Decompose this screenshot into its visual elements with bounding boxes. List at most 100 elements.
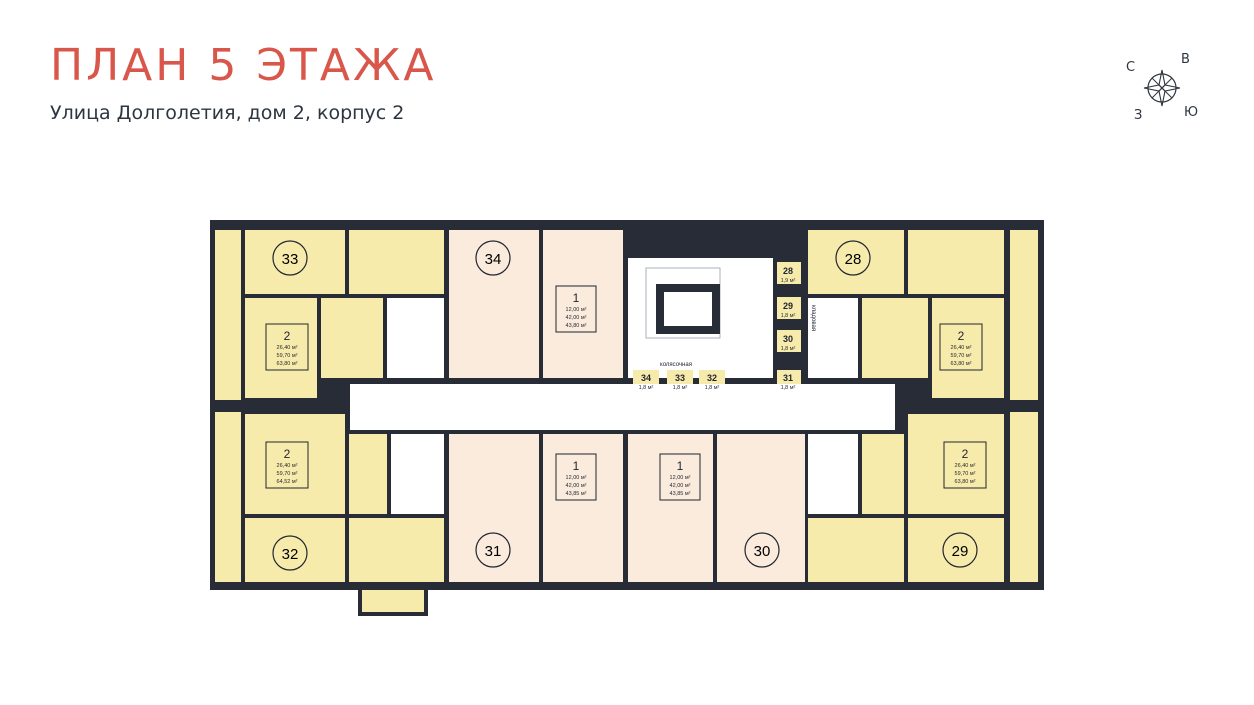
unit-n1-rooms: 1 — [573, 291, 580, 305]
apartment-32-marker: 32 — [272, 535, 308, 571]
unit-se-rooms: 2 — [962, 447, 969, 461]
unit-info-s1: 1 12,00 м² 42,00 м² 43,85 м² — [555, 453, 597, 501]
storage-29-number: 29 — [783, 301, 793, 311]
unit-nw-living-area: 26,40 м² — [277, 345, 298, 351]
room-se-bath — [808, 434, 858, 514]
unit-s2-total-area: 42,00 м² — [670, 483, 691, 489]
unit-ne-total-area: 59,70 м² — [951, 353, 972, 359]
apartment-28-marker: 28 — [835, 240, 871, 276]
storage-30-box — [777, 330, 801, 352]
room-se-hall — [862, 434, 904, 514]
unit-ne-rooms: 2 — [958, 329, 965, 343]
storage-32-number: 32 — [707, 373, 717, 383]
room-32-b — [349, 518, 444, 582]
unit-n1-full-area: 43,80 м² — [566, 323, 587, 329]
storage-33-area: 1,8 м² — [673, 385, 688, 391]
apartment-30-number: 30 — [754, 543, 771, 560]
apartment-33-number: 33 — [282, 251, 299, 268]
apartment-31-marker: 31 — [475, 532, 511, 568]
apartment-31-number: 31 — [485, 543, 502, 560]
storage-28-number: 28 — [783, 266, 793, 276]
storage-28-box — [777, 262, 801, 284]
balcony-sw — [215, 412, 241, 582]
unit-sw-living-area: 26,40 м² — [277, 463, 298, 469]
unit-n1-living-area: 12,00 м² — [566, 307, 587, 313]
unit-34-body — [449, 230, 539, 378]
unit-s1-living-area: 12,00 м² — [566, 475, 587, 481]
unit-nw-total-area: 59,70 м² — [277, 353, 298, 359]
balcony-sw-bay — [358, 586, 428, 616]
room-ne-hall — [862, 298, 928, 378]
storage-31-label: 31 1,8 м² — [781, 373, 796, 391]
page-subtitle: Улица Долголетия, дом 2, корпус 2 — [50, 102, 405, 124]
unit-s1-full-area: 43,85 м² — [566, 491, 587, 497]
unit-info-n1: 1 12,00 м² 42,00 м² 43,80 м² — [555, 285, 597, 333]
room-sw-hall — [349, 434, 387, 514]
unit-34-room — [543, 230, 623, 378]
unit-s2-living-area: 12,00 м² — [670, 475, 691, 481]
storage-30-label: 30 1,8 м² — [781, 334, 796, 352]
corridor — [350, 384, 895, 430]
compass-east: В — [1181, 52, 1190, 67]
unit-nw-rooms: 2 — [284, 329, 291, 343]
lift-car — [664, 292, 712, 326]
apartment-29-number: 29 — [952, 543, 969, 560]
compass-south: Ю — [1184, 105, 1199, 120]
room-33-b — [349, 230, 444, 294]
room-29-a — [808, 518, 904, 582]
compass-rose: С В Ю З — [1124, 50, 1204, 123]
storage-32-label: 32 1,8 м² — [705, 373, 720, 391]
storage-33-number: 33 — [675, 373, 685, 383]
room-nw-living — [245, 298, 317, 398]
unit-info-se: 2 26,40 м² 59,70 м² 63,80 м² — [943, 441, 987, 489]
balcony-se — [1010, 412, 1038, 582]
unit-ne-living-area: 26,40 м² — [951, 345, 972, 351]
unit-n1-total-area: 42,00 м² — [566, 315, 587, 321]
unit-info-nw: 2 26,40 м² 59,70 м² 63,80 м² — [265, 323, 309, 371]
unit-se-full-area: 63,80 м² — [955, 479, 976, 485]
storage-32-area: 1,8 м² — [705, 385, 720, 391]
apartment-30-marker: 30 — [744, 532, 780, 568]
unit-info-s2: 1 12,00 м² 42,00 м² 43,85 м² — [659, 453, 701, 501]
unit-se-living-area: 26,40 м² — [955, 463, 976, 469]
unit-info-sw: 2 26,40 м² 59,70 м² 64,52 м² — [265, 441, 309, 489]
compass-west: З — [1134, 108, 1143, 123]
unit-s2-rooms: 1 — [677, 459, 684, 473]
apartment-29-marker: 29 — [942, 532, 978, 568]
storage-34-area: 1,8 м² — [639, 385, 654, 391]
storage-30-area: 1,8 м² — [781, 346, 796, 352]
storage-34-label: 34 1,8 м² — [639, 373, 654, 391]
room-nw-bath — [387, 298, 444, 378]
storage-29-box — [777, 297, 801, 319]
apartment-34-number: 34 — [485, 251, 502, 268]
room-28-b — [908, 230, 1004, 294]
room-ne-living — [932, 298, 1004, 398]
storage-34-number: 34 — [641, 373, 651, 383]
storage-29-label: 29 1,8 м² — [781, 301, 796, 319]
storage-29-area: 1,8 м² — [781, 313, 796, 319]
storage-33-label: 33 1,8 м² — [673, 373, 688, 391]
unit-s2-full-area: 43,85 м² — [670, 491, 691, 497]
apartment-34-marker: 34 — [475, 240, 511, 276]
page-title: ПЛАН 5 ЭТАЖА — [50, 40, 437, 91]
room-32-a — [245, 518, 345, 582]
room-29-b — [908, 518, 1004, 582]
unit-30-room — [628, 434, 713, 582]
compass-north: С — [1126, 60, 1136, 75]
stroller-room-label: колясочная — [660, 362, 692, 368]
room-sw-bath — [391, 434, 444, 514]
storage-31-area: 1,8 м² — [781, 385, 796, 391]
unit-ne-full-area: 63,80 м² — [951, 361, 972, 367]
unit-31-body — [449, 434, 539, 582]
unit-nw-full-area: 63,80 м² — [277, 361, 298, 367]
storage-31-number: 31 — [783, 373, 793, 383]
room-33-a — [245, 230, 345, 294]
unit-se-total-area: 59,70 м² — [955, 471, 976, 477]
apartment-28-number: 28 — [845, 251, 862, 268]
closet-label: кладовая — [810, 305, 816, 331]
storage-30-number: 30 — [783, 334, 793, 344]
unit-30-body — [717, 434, 805, 582]
unit-sw-rooms: 2 — [284, 447, 291, 461]
unit-info-ne: 2 26,40 м² 59,70 м² 63,80 м² — [939, 323, 983, 371]
